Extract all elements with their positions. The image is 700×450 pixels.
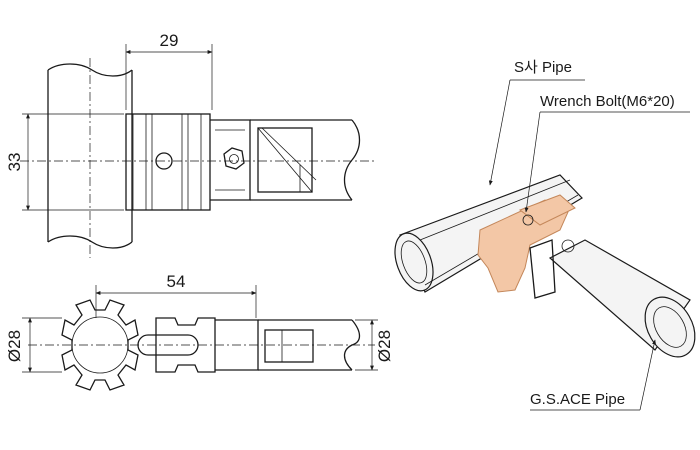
dim-top-height: 33 bbox=[5, 153, 24, 172]
dim-top-width: 29 bbox=[160, 31, 179, 50]
pipe-break-bottom bbox=[47, 235, 133, 249]
dim-left-diameter: Ø28 bbox=[5, 330, 24, 362]
pipe-break-top bbox=[47, 63, 133, 77]
connector-profile bbox=[155, 317, 216, 373]
hex-bolt-head bbox=[223, 147, 245, 170]
label-gs-ace-pipe: G.S.ACE Pipe bbox=[530, 391, 625, 408]
pipe-profile bbox=[61, 299, 139, 391]
bottom-view: 54 Ø28 Ø28 bbox=[5, 272, 394, 391]
isometric-view: S사 Pipe Wrench Bolt(M6*20) G.S.ACE Pipe bbox=[394, 59, 696, 411]
label-wrench-bolt: Wrench Bolt(M6*20) bbox=[540, 93, 675, 110]
top-view: 29 33 bbox=[5, 31, 375, 258]
clamp-body bbox=[125, 113, 211, 211]
dim-right-diameter: Ø28 bbox=[375, 330, 394, 362]
pipe-break-right bbox=[343, 119, 361, 201]
label-s-pipe: S사 Pipe bbox=[514, 59, 572, 76]
dim-bottom-width: 54 bbox=[167, 272, 186, 291]
